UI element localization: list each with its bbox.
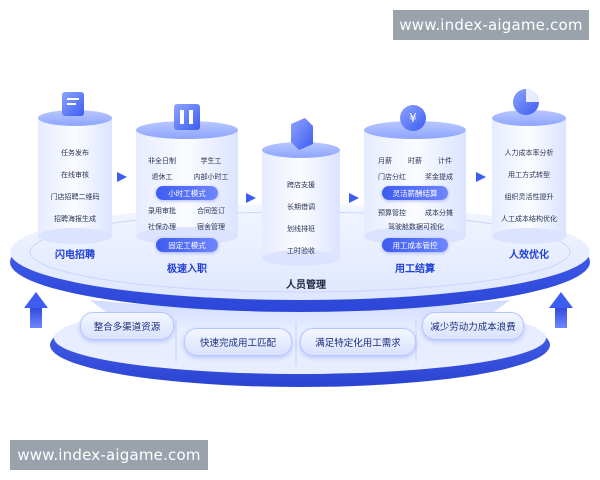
pill-hourly-mode: 小时工模式 — [156, 186, 218, 200]
arrow-icon-2 — [349, 193, 359, 203]
col2-item: 内部小时工 — [193, 173, 229, 181]
col3-label: 人员管理 — [286, 280, 326, 291]
col4-item: 门店分红 — [378, 173, 406, 181]
cylinder-staff — [262, 118, 340, 266]
col2-item: 学生工 — [200, 157, 222, 165]
col4-item: 时薪 — [408, 157, 422, 165]
cube-icon — [291, 118, 313, 150]
arrow-icon-4 — [246, 193, 256, 203]
col4-item: 预算管控 — [378, 209, 406, 217]
col4-item: 计件 — [438, 157, 452, 165]
col2-item: 非全日制 — [148, 157, 176, 165]
col4-item: 月薪 — [378, 157, 392, 165]
cylinder-recruit — [38, 92, 112, 244]
pill-cost-control: 用工成本管控 — [382, 238, 448, 252]
col5-label: 人效优化 — [509, 250, 549, 261]
up-arrow-right-icon — [549, 292, 573, 328]
col4-label: 用工结算 — [395, 264, 435, 275]
bottom-pill-matching: 快速完成用工匹配 — [184, 328, 292, 356]
col1-label: 闪电招聘 — [55, 250, 95, 261]
bottom-pill-demand: 满足特定化用工需求 — [300, 328, 416, 356]
col1-item: 门店招聘二维码 — [50, 193, 100, 201]
col4-item: 奖金提成 — [425, 173, 453, 181]
col5-item: 人工成本结构优化 — [501, 215, 557, 223]
col2-item: 社保办理 — [148, 223, 176, 231]
yuan-coin-icon — [400, 105, 426, 131]
col3-item: 工时验收 — [287, 247, 315, 255]
col2-item: 录用审批 — [148, 207, 176, 215]
up-arrow-left-icon — [24, 292, 48, 328]
col2-item: 宿舍管理 — [197, 223, 225, 231]
bottom-pill-resources: 整合多渠道资源 — [80, 312, 174, 340]
col1-item: 招聘海报生成 — [54, 215, 96, 223]
bottom-pill-cost-waste: 减少劳动力成本浪费 — [422, 312, 524, 340]
col5-item: 用工方式转型 — [508, 171, 550, 179]
col1-item: 在线审核 — [61, 171, 89, 179]
col3-item: 划线排班 — [287, 225, 315, 233]
arrow-icon-3 — [476, 172, 486, 182]
col2-item: 退休工 — [151, 173, 173, 181]
col3-item: 长期借调 — [287, 203, 315, 211]
cylinder-efficiency — [492, 89, 566, 244]
watermark-bottom: www.index-aigame.com — [10, 440, 208, 470]
col5-item: 组织灵活性提升 — [504, 193, 554, 201]
arrow-icon-1 — [117, 172, 127, 182]
col2-item: 合同签订 — [197, 207, 225, 215]
col5-item: 人力成本率分析 — [504, 149, 554, 157]
col4-item: 驾驶舱数据可视化 — [388, 223, 444, 231]
pill-fixed-mode: 固定工模式 — [156, 238, 218, 252]
col2-label: 极速入职 — [167, 264, 207, 275]
building-icon — [174, 104, 200, 130]
watermark-top: www.index-aigame.com — [393, 10, 589, 40]
col4-item: 成本分摊 — [425, 209, 453, 217]
col3-item: 跨店支援 — [287, 181, 315, 189]
col1-item: 任务发布 — [61, 149, 89, 157]
pill-flexible-pay: 灵活薪酬结算 — [382, 186, 448, 200]
svg-text:¥: ¥ — [409, 111, 417, 125]
